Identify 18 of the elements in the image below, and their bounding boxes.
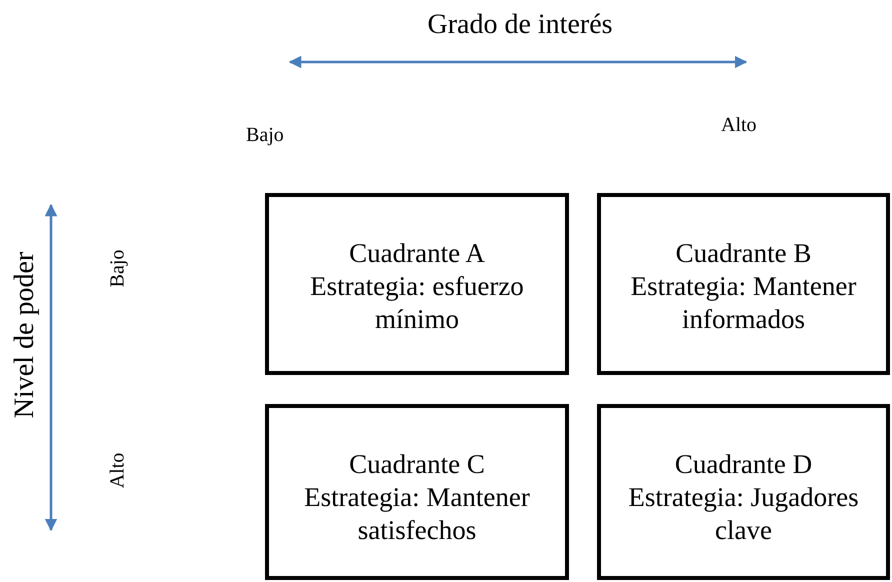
strategy-text: Estrategia: Jugadores clave [627,481,860,547]
quadrant-title: Cuadrante D [674,448,812,481]
axis-level-label: Alto [721,114,757,136]
quadrant-title: Cuadrante C [349,448,485,481]
strategy-text: Estrategia: Mantener satisfechos [303,481,531,547]
strategy-text: Estrategia: esfuerzo mínimo [309,270,525,336]
quadrant-box [265,193,569,375]
quadrant-box [265,404,569,580]
strategy-text: Estrategia: Mantener informados [630,270,858,336]
axis-level-label: Alto [106,452,130,488]
quadrant-box [597,404,890,580]
quadrant-box [597,193,890,375]
quadrant-title: Cuadrante B [676,237,812,270]
axis-level-label: Bajo [106,249,130,287]
axis-title: Nivel de poder [9,252,42,418]
axis-title: Grado de interés [428,9,613,41]
axis-level-label: Bajo [246,124,284,146]
quadrant-title: Cuadrante A [349,237,485,270]
